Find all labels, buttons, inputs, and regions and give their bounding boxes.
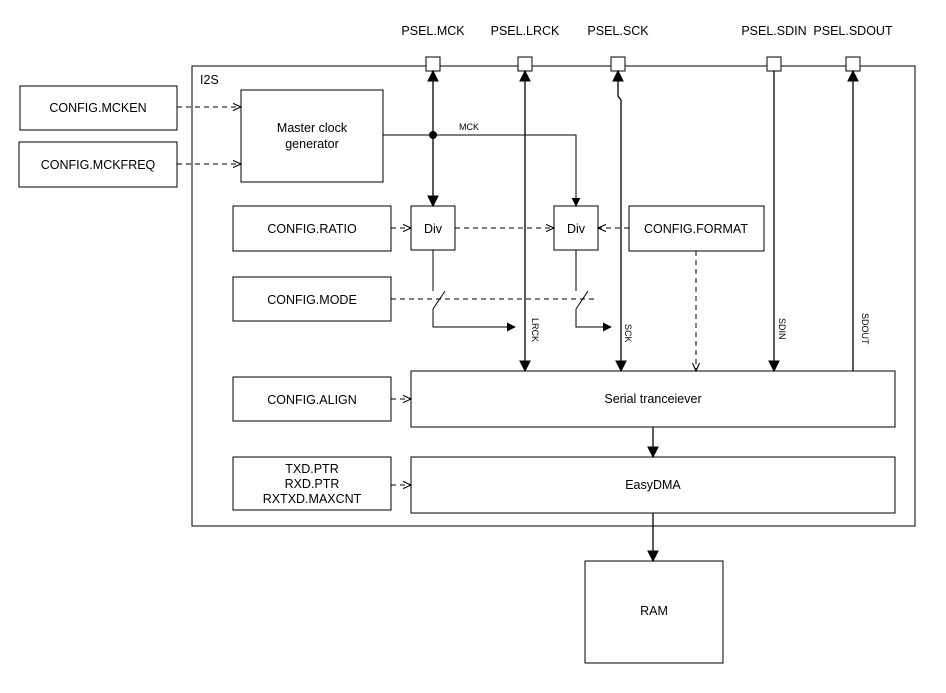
pin-label-sdin: PSEL.SDIN: [741, 24, 806, 38]
config-mcken-box: [19, 85, 178, 131]
pin-square-sdin: [766, 56, 782, 72]
config-ratio-label: CONFIG.RATIO: [267, 222, 357, 236]
serial-transceiver-box: [410, 370, 896, 428]
ram-label: RAM: [640, 604, 668, 618]
mck-signal-label: MCK: [459, 122, 479, 132]
div2-switch-output: [575, 309, 612, 332]
master-clock-generator-label-2: generator: [285, 137, 339, 151]
pin-square-lrck: [517, 56, 533, 72]
mck-signal-line: [383, 134, 581, 207]
div1-switch-output: [432, 309, 516, 332]
pin-label-sck: PSEL.SCK: [587, 24, 649, 38]
easydma-box: [410, 456, 896, 514]
div2-switch: [575, 290, 589, 310]
config-align-label: CONFIG.ALIGN: [267, 393, 357, 407]
ram-box: [584, 560, 724, 664]
dma-register-maxcnt: RXTXD.MAXCNT: [263, 492, 362, 506]
dma-registers-box: [232, 456, 392, 511]
div-label-1: Div: [424, 222, 443, 236]
dma-register-txd-ptr: TXD.PTR: [285, 462, 338, 476]
pin-label-lrck: PSEL.LRCK: [491, 24, 560, 38]
dma-register-rxd-ptr: RXD.PTR: [285, 477, 340, 491]
sck-pin-line: [612, 69, 627, 373]
pin-label-mck: PSEL.MCK: [401, 24, 465, 38]
div-label-2: Div: [567, 222, 586, 236]
pin-square-sck: [610, 56, 626, 72]
div1-switch: [432, 290, 446, 310]
config-mckfreq-box: [18, 141, 178, 188]
master-clock-generator-label-1: Master clock: [277, 121, 348, 135]
serial-transceiver-label: Serial tranceiever: [604, 392, 701, 406]
config-format-label: CONFIG.FORMAT: [644, 222, 748, 236]
master-clock-generator-box: [240, 89, 384, 183]
sdout-signal-label: SDOUT: [860, 313, 870, 345]
config-ratio-box: [232, 205, 392, 252]
pin-square-mck: [425, 56, 441, 72]
easydma-label: EasyDMA: [625, 478, 681, 492]
config-mode-label: CONFIG.MODE: [267, 293, 357, 307]
config-mcken-label: CONFIG.MCKEN: [49, 101, 146, 115]
pin-square-sdout: [845, 56, 861, 72]
sdin-signal-label: SDIN: [777, 318, 787, 340]
config-mode-box: [232, 276, 392, 322]
pin-label-sdout: PSEL.SDOUT: [813, 24, 893, 38]
sck-signal-label: SCK: [623, 324, 633, 343]
lrck-signal-label: LRCK: [530, 318, 540, 342]
i2s-container-label: I2S: [200, 73, 219, 87]
config-mckfreq-label: CONFIG.MCKFREQ: [41, 158, 156, 172]
config-align-box: [232, 376, 392, 422]
